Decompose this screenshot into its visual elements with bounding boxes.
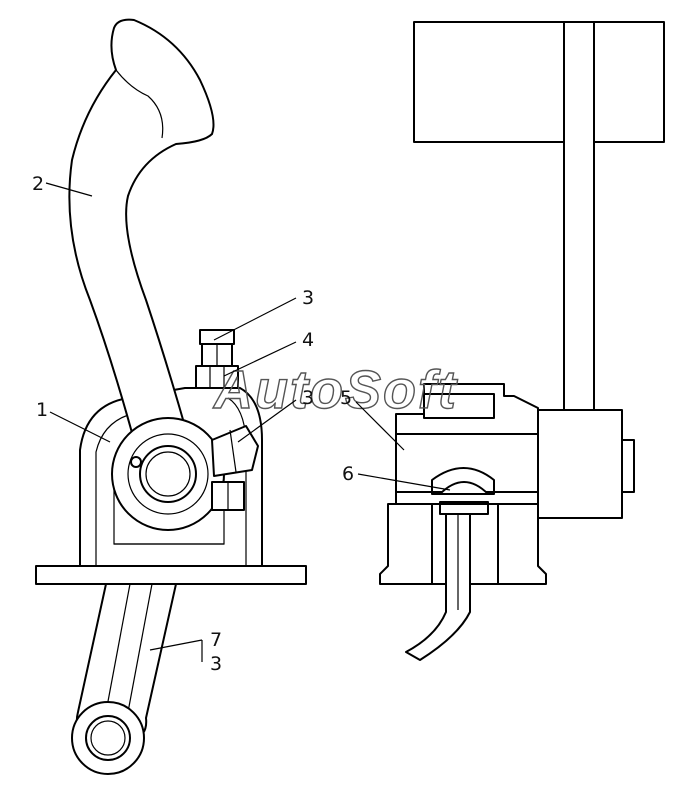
rod-eye bbox=[71, 701, 145, 775]
watermark: AutoSoft bbox=[212, 360, 458, 420]
outlet-pipe bbox=[405, 513, 471, 661]
callout-5: 5 bbox=[340, 387, 352, 409]
callout-2: 2 bbox=[32, 173, 44, 195]
leader-lines bbox=[45, 182, 451, 662]
valve-body-cap bbox=[621, 439, 635, 493]
callout-6: 6 bbox=[342, 463, 354, 485]
pedal-pivot-hub bbox=[111, 417, 225, 531]
clamp-bolt bbox=[211, 425, 259, 511]
pedal-lever bbox=[68, 18, 215, 441]
callout-3-bottom: 3 bbox=[210, 653, 222, 675]
push-rod bbox=[563, 21, 595, 433]
base-plate bbox=[35, 565, 307, 585]
callout-3-top: 3 bbox=[302, 287, 314, 309]
callout-4: 4 bbox=[302, 329, 314, 351]
callout-1: 1 bbox=[36, 399, 48, 421]
callout-3-middle: 3 bbox=[302, 387, 314, 409]
callout-7: 7 bbox=[210, 629, 222, 651]
upper-block bbox=[413, 21, 665, 143]
valve-body bbox=[537, 409, 623, 519]
